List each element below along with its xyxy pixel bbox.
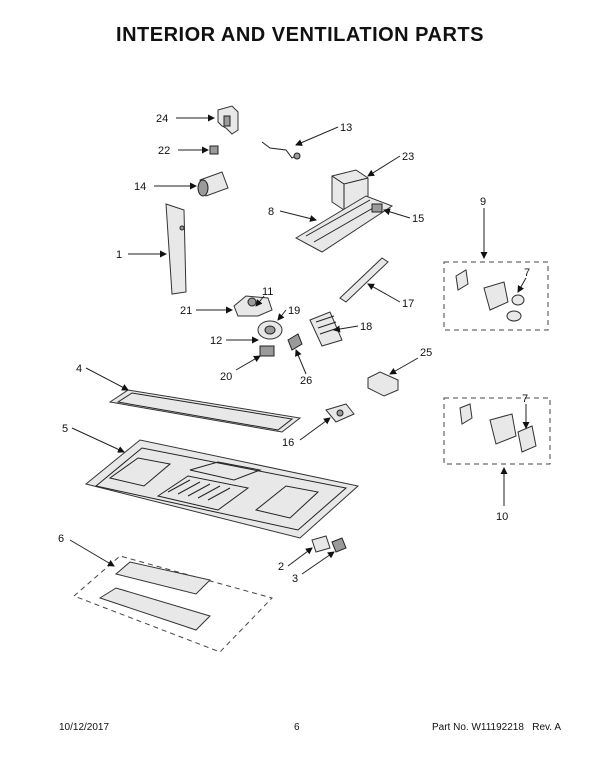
- callout-7-top: 7: [524, 267, 530, 279]
- callout-14: 14: [134, 181, 146, 193]
- callout-13: 13: [340, 122, 352, 134]
- callout-20: 20: [220, 371, 232, 383]
- callout-10: 10: [496, 511, 508, 523]
- callout-23: 23: [402, 151, 414, 163]
- part-20-connector: [259, 345, 275, 357]
- part-8-base-plate: [294, 195, 394, 253]
- callout-24: 24: [156, 113, 168, 125]
- callout-3: 3: [292, 573, 298, 585]
- revision-value: A: [554, 722, 561, 733]
- part-number-value: W11192218: [471, 722, 524, 733]
- callout-19: 19: [288, 305, 300, 317]
- part-22-clip: [209, 145, 219, 155]
- callout-16: 16: [282, 437, 294, 449]
- callout-12: 12: [210, 335, 222, 347]
- callout-6: 6: [58, 533, 64, 545]
- callout-7-bottom: 7: [522, 393, 528, 405]
- callout-labels: 24 13 22 23 14 8 15 9 1 7 17 11 21 19 18…: [58, 113, 530, 585]
- part-25-block: [367, 371, 399, 397]
- part-number-label: Part No.: [432, 722, 469, 733]
- part-5-cavity-base: [84, 439, 360, 539]
- callout-11: 11: [262, 286, 273, 298]
- part-19-motor: [257, 320, 283, 340]
- callout-26: 26: [300, 375, 312, 387]
- callout-8: 8: [268, 206, 274, 218]
- part-3-connector: [331, 537, 347, 553]
- callout-4: 4: [76, 363, 82, 375]
- part-10-group: [443, 397, 551, 465]
- part-15-bracket: [371, 203, 383, 213]
- part-24-bracket: [217, 105, 239, 135]
- callout-22: 22: [158, 145, 170, 157]
- footer-page-number: 6: [294, 722, 300, 733]
- footer-part-number: Part No. W11192218 Rev. A: [432, 722, 561, 733]
- revision-label: Rev.: [532, 722, 553, 733]
- part-26-switch: [287, 333, 303, 351]
- part-2-connector: [311, 535, 331, 553]
- callout-17: 17: [402, 298, 414, 310]
- footer-date: 10/12/2017: [59, 722, 110, 733]
- part-17-rail: [339, 257, 389, 303]
- callout-2: 2: [278, 561, 284, 573]
- callout-21: 21: [180, 305, 192, 317]
- part-6-group: [73, 555, 273, 653]
- callout-18: 18: [360, 321, 372, 333]
- callout-15: 15: [412, 213, 424, 225]
- leader-lines: [69, 114, 530, 575]
- part-9-group: [443, 261, 549, 331]
- part-16-switch: [325, 403, 355, 423]
- part-1-vertical-bracket: [165, 203, 187, 295]
- part-21-housing: [233, 295, 273, 317]
- part-14-capacitor: [197, 171, 229, 197]
- callout-5: 5: [62, 423, 68, 435]
- callout-9: 9: [480, 196, 486, 208]
- callout-1: 1: [116, 249, 122, 261]
- part-4-grille-panel: [108, 389, 302, 433]
- part-13-wire: [261, 141, 301, 160]
- page-title: INTERIOR AND VENTILATION PARTS: [116, 24, 484, 46]
- callout-25: 25: [420, 347, 432, 359]
